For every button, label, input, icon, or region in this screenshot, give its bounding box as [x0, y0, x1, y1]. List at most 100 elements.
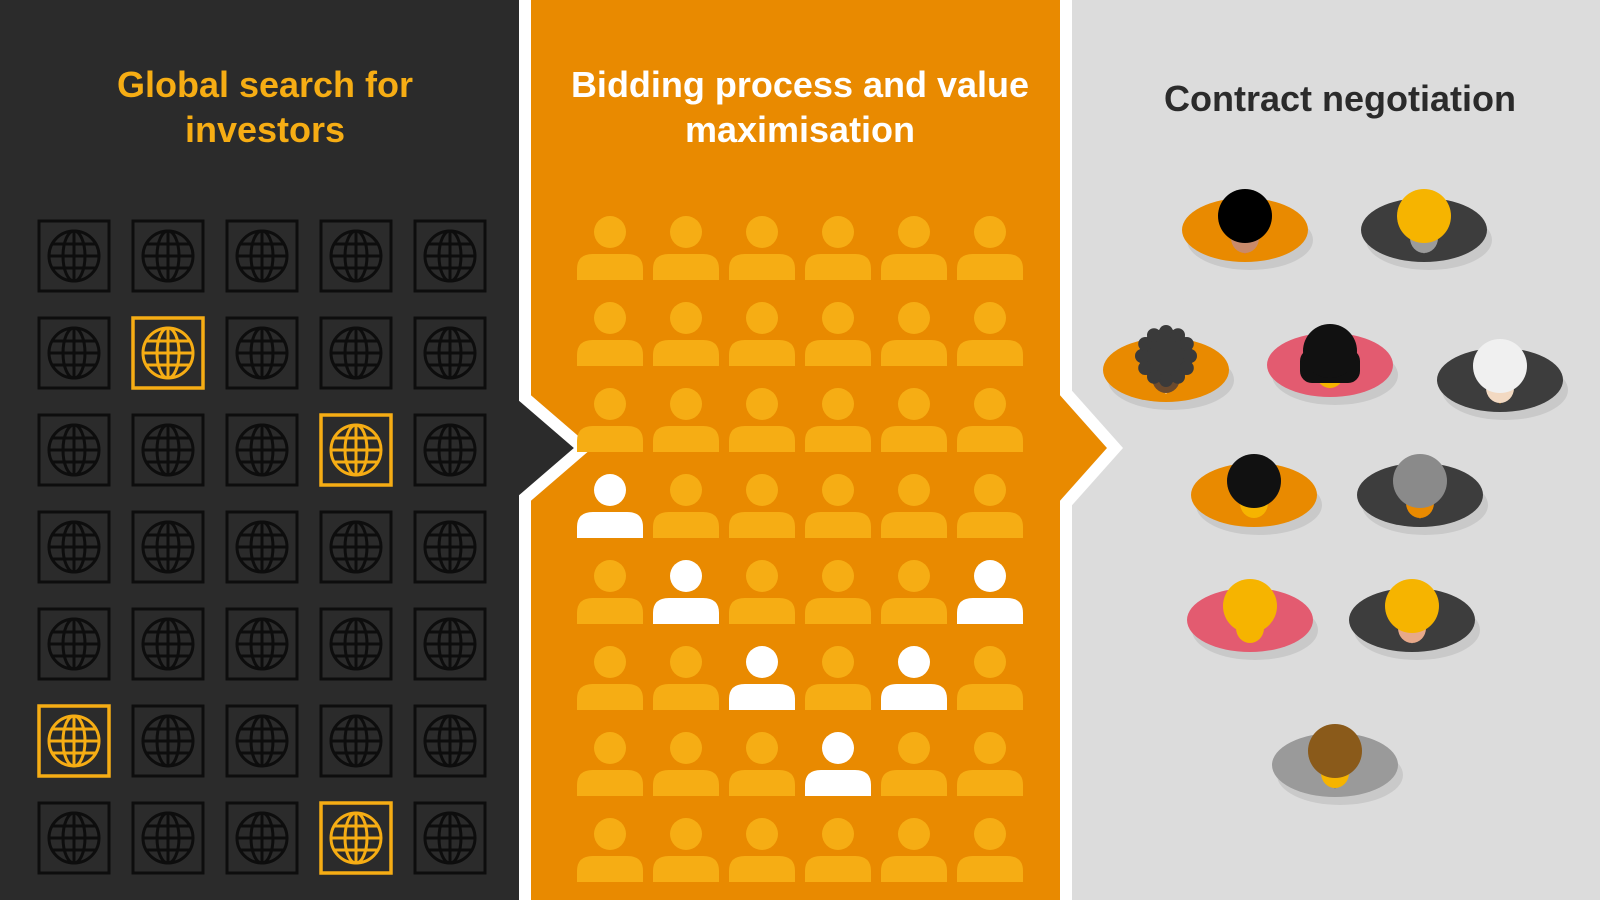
negotiator-figure: [1103, 325, 1234, 410]
bidder-icon: [805, 216, 871, 280]
bidder-icon: [729, 388, 795, 452]
bidder-icon: [577, 216, 643, 280]
bidder-icon: [653, 302, 719, 366]
bidder-icon: [881, 388, 947, 452]
globe-icon-highlighted: [131, 316, 205, 390]
bidder-icon-selected: [729, 646, 795, 710]
bidder-icon: [577, 560, 643, 624]
bidder-icon: [881, 560, 947, 624]
bidder-icon: [881, 216, 947, 280]
globe-icon: [37, 219, 111, 293]
globe-icon-highlighted: [37, 704, 111, 778]
globe-icon: [37, 510, 111, 584]
globe-icon: [413, 510, 487, 584]
dark-panel: [0, 0, 583, 900]
bidder-icon: [577, 302, 643, 366]
globe-icon: [413, 219, 487, 293]
bidder-icon: [805, 474, 871, 538]
bidder-icon: [805, 818, 871, 882]
bidder-icon: [729, 732, 795, 796]
bidder-icon-selected: [805, 732, 871, 796]
bidder-icon: [653, 732, 719, 796]
globe-icon: [131, 704, 205, 778]
white-divider-right: [1060, 0, 1124, 900]
bidder-icon: [957, 216, 1023, 280]
bidder-icon: [881, 302, 947, 366]
globe-icon: [319, 607, 393, 681]
bidder-icon: [957, 302, 1023, 366]
bidder-icon: [805, 388, 871, 452]
globe-icon: [37, 316, 111, 390]
negotiator-figure: [1361, 189, 1492, 270]
bidder-icon: [729, 818, 795, 882]
globe-icon: [319, 316, 393, 390]
bidder-icon: [653, 216, 719, 280]
globe-icon: [225, 704, 299, 778]
bidder-icon: [653, 388, 719, 452]
globe-icon: [225, 607, 299, 681]
bidder-icon: [957, 646, 1023, 710]
bidder-icon: [881, 732, 947, 796]
stage-title-global-search: Global search for investors: [116, 64, 414, 150]
globe-icon: [319, 510, 393, 584]
bidder-icon-selected: [957, 560, 1023, 624]
globe-icon: [131, 219, 205, 293]
globe-icon: [413, 413, 487, 487]
bidder-icon: [805, 560, 871, 624]
bidder-icon: [577, 388, 643, 452]
bidder-icon: [729, 474, 795, 538]
globe-icon: [225, 316, 299, 390]
bidder-icon: [577, 646, 643, 710]
negotiator-figure: [1437, 339, 1568, 420]
bidder-icon: [957, 474, 1023, 538]
globe-icon: [413, 316, 487, 390]
bidder-icon: [881, 818, 947, 882]
negotiator-figure: [1357, 454, 1488, 535]
globe-icon-highlighted: [319, 801, 393, 875]
globe-icon: [131, 607, 205, 681]
globe-icon: [319, 219, 393, 293]
bidder-icon: [653, 646, 719, 710]
globe-icon: [413, 801, 487, 875]
negotiator-figure: [1272, 724, 1403, 805]
globe-icon: [413, 607, 487, 681]
globe-icon: [225, 510, 299, 584]
globe-icon: [225, 801, 299, 875]
bidder-icon: [881, 474, 947, 538]
bidder-icon: [653, 818, 719, 882]
bidder-icon-selected: [881, 646, 947, 710]
negotiator-figure: [1267, 324, 1398, 405]
globe-icon-highlighted: [319, 413, 393, 487]
negotiator-figure: [1349, 579, 1480, 660]
bidder-icon: [957, 388, 1023, 452]
globe-icon: [225, 413, 299, 487]
negotiator-figure: [1191, 454, 1322, 535]
bidder-icon: [653, 474, 719, 538]
globe-icon: [37, 413, 111, 487]
bidder-icon: [957, 818, 1023, 882]
bidder-icon-selected: [577, 474, 643, 538]
bidder-icon: [729, 216, 795, 280]
negotiator-figure: [1187, 579, 1318, 660]
bidder-icon: [729, 560, 795, 624]
negotiator-figure: [1182, 189, 1313, 270]
globe-icon: [319, 704, 393, 778]
bidder-icon-selected: [653, 560, 719, 624]
globe-icon: [413, 704, 487, 778]
stage-title-bidding: Bidding process and value maximisation: [570, 64, 1030, 150]
stage-title-contract-negotiation: Contract negotiation: [1164, 78, 1516, 119]
globe-icon: [225, 219, 299, 293]
bidder-icon: [577, 732, 643, 796]
globe-icon: [131, 413, 205, 487]
globe-icon: [131, 801, 205, 875]
bidder-icon: [805, 302, 871, 366]
bidder-icon: [577, 818, 643, 882]
globe-icon: [131, 510, 205, 584]
bidder-icon: [805, 646, 871, 710]
globe-icon: [37, 801, 111, 875]
bidder-icon: [957, 732, 1023, 796]
bidder-icon: [729, 302, 795, 366]
globe-icon: [37, 607, 111, 681]
